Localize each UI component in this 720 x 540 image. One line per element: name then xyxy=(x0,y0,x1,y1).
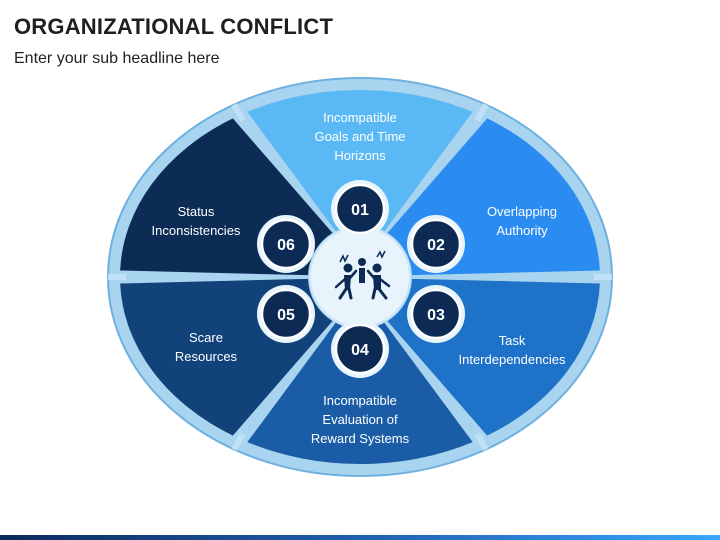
number-badge-05 xyxy=(260,288,312,340)
badge-number: 04 xyxy=(351,342,369,359)
badge-number: 06 xyxy=(277,237,295,254)
number-badge-04 xyxy=(334,323,386,375)
segment-04 xyxy=(247,322,473,464)
segment-label-line: Resources xyxy=(175,349,238,364)
badge-number: 02 xyxy=(427,237,445,254)
segment-divider xyxy=(231,432,246,451)
number-badge-06 xyxy=(260,218,312,270)
segment-label-line: Status xyxy=(178,204,215,219)
segment-divider xyxy=(474,103,489,122)
segment-label-line: Task xyxy=(499,333,526,348)
segment-label-line: Inconsistencies xyxy=(152,223,241,238)
number-badge-01 xyxy=(334,183,386,235)
segment-label-line: Incompatible xyxy=(323,393,397,408)
badge-number: 01 xyxy=(351,202,369,219)
badge-number: 03 xyxy=(427,307,445,324)
bottom-accent-bar xyxy=(0,535,720,540)
number-badge-03 xyxy=(410,288,462,340)
segment-label-line: Goals and Time xyxy=(314,129,405,144)
segment-divider xyxy=(474,432,489,451)
number-badge-02 xyxy=(410,218,462,270)
segment-label-line: Authority xyxy=(496,223,548,238)
page-subtitle: Enter your sub headline here xyxy=(14,50,220,67)
people-arguing-icon xyxy=(334,250,391,300)
segment-label-line: Evaluation of xyxy=(322,412,398,427)
segment-divider xyxy=(231,103,246,122)
page-title: ORGANIZATIONAL CONFLICT xyxy=(14,14,334,39)
segment-label-line: Reward Systems xyxy=(311,431,410,446)
segment-label-line: Scare xyxy=(189,330,223,345)
segment-label-line: Overlapping xyxy=(487,204,557,219)
segment-label-line: Incompatible xyxy=(323,110,397,125)
segment-label-line: Interdependencies xyxy=(459,352,566,367)
segment-01 xyxy=(247,89,473,232)
segment-label-line: Horizons xyxy=(334,148,386,163)
badge-number: 05 xyxy=(277,307,295,324)
